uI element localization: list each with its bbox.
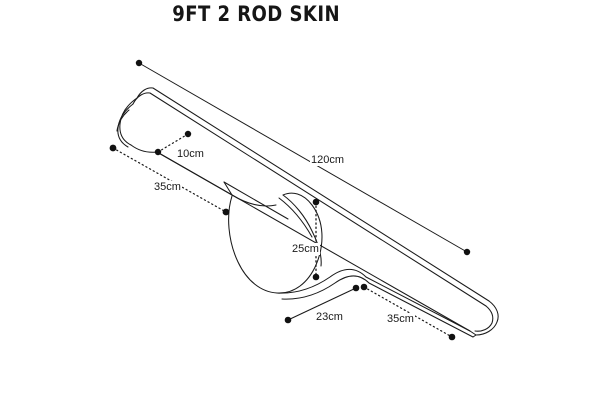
dimension-lines [109,59,471,341]
dimension-endpoint-dot [284,316,292,324]
dimension-label-flap-width: 23cm [315,311,344,323]
dimension-label-length: 120cm [310,154,346,166]
end-cap-seam-2 [116,109,130,132]
dimension-endpoint-dot [109,144,117,152]
dimension-label-width-bottom: 35cm [386,313,415,325]
tail-end-outer [475,300,499,336]
body-lower-panel [276,268,471,332]
dimension-line-depth [154,130,192,156]
flap-seam-vertical [223,181,233,196]
rod-skin-outline [116,87,499,338]
center-flap [228,192,323,294]
flap-inner-crease [282,194,322,267]
dimension-label-width-top: 35cm [153,181,182,193]
tail-bottom-edge [469,330,477,336]
flap-inner-crease-2 [278,197,313,238]
dimension-endpoint-dot [222,208,230,216]
dimension-label-flap-height: 25cm [291,243,320,255]
tube-front-fold [130,144,471,332]
dimension-line-flap-height [312,198,320,281]
dimension-endpoint-dot [184,130,192,138]
dimension-endpoint-dot [463,248,471,256]
dimension-line-length [135,59,471,256]
dimension-endpoint-dot [154,148,162,156]
dimension-endpoint-dot [360,283,368,291]
tail-bottom-edge-2 [472,334,477,338]
body-bottom-hem [281,275,474,338]
page-title: 9FT 2 ROD SKIN [172,2,341,26]
body-upper-seam [223,181,289,220]
dimension-line-flap-width [284,284,360,324]
dimension-line-width-top [109,144,230,216]
dimension-label-depth: 10cm [176,148,205,160]
end-cap-outer [119,97,138,146]
tube-top-seam [132,92,487,307]
dimension-endpoint-dot [135,59,143,67]
dimension-endpoint-dot [352,284,360,292]
dimension-endpoint-dot [312,198,320,206]
dimension-line-width-bottom [360,283,456,341]
dimension-endpoint-dot [312,273,320,281]
dimension-endpoint-dot [448,333,456,341]
tail-end-inner [474,305,494,332]
tube-top-edge [136,87,490,302]
tube-front-lower [156,151,277,207]
